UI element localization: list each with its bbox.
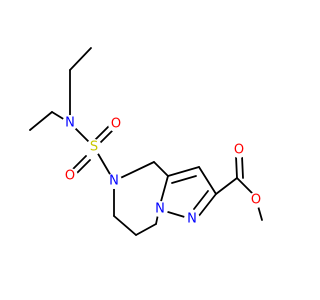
bond-c3-c2 xyxy=(198,166,217,195)
bond-c3a-c3 xyxy=(167,166,200,177)
atom-o-sulfonyl-left: O xyxy=(62,168,78,184)
atom-o-ester-label: O xyxy=(251,193,261,208)
bond-c3a-n1 xyxy=(159,175,169,206)
bond-s-o-upper-2 xyxy=(98,129,114,145)
atom-n-pyrazole-2-label: N xyxy=(187,212,197,227)
bond-s-o-upper-1 xyxy=(94,125,110,141)
atom-o-carbonyl-label: O xyxy=(234,143,244,158)
bond-c6-c7 xyxy=(113,215,137,236)
bond-c-o-double-1 xyxy=(235,155,238,179)
bond-c2-n2-double xyxy=(193,190,209,210)
atom-s-label: S xyxy=(90,140,98,155)
atom-label-layer: N S O O N N N O xyxy=(62,115,264,227)
bond-layer xyxy=(29,47,263,236)
bond-c3a-c3-double xyxy=(171,175,197,184)
bond-ethyl-a-ch3 xyxy=(69,47,92,71)
atom-o-sulfonyl-upper-label: O xyxy=(111,117,121,132)
bond-c7-c8 xyxy=(135,223,157,236)
bond-c2-ccarbonyl xyxy=(215,177,238,195)
atom-s: S xyxy=(86,139,102,155)
atom-n-pyrazole-2: N xyxy=(184,211,200,227)
atom-n-pyrazole-1-label: N xyxy=(155,202,165,217)
atom-o-carbonyl: O xyxy=(231,142,247,158)
bond-c-oester xyxy=(236,177,254,195)
atom-o-sulfonyl-left-label: O xyxy=(65,169,75,184)
bond-ethyl-b-ch3 xyxy=(29,111,53,131)
molecule-structure-diagram: N S O O N N N O xyxy=(29,47,264,236)
bond-oester-ch3 xyxy=(257,205,263,221)
atom-n-ring: N xyxy=(106,173,122,189)
bond-s-o-left-2 xyxy=(75,159,91,175)
atom-n-pyrazole-1: N xyxy=(152,201,168,217)
atom-n-sulfonamide-label: N xyxy=(65,116,75,131)
bond-c-o-double-2 xyxy=(241,155,244,179)
bond-s-o-left-1 xyxy=(71,155,87,171)
bond-c2-n2 xyxy=(197,193,217,218)
bond-c4-c3a xyxy=(153,161,169,177)
atom-o-ester: O xyxy=(248,192,264,208)
atom-n-ring-label: N xyxy=(109,174,119,189)
atom-n-sulfonamide: N xyxy=(62,115,78,131)
atom-o-sulfonyl-upper: O xyxy=(108,116,124,132)
